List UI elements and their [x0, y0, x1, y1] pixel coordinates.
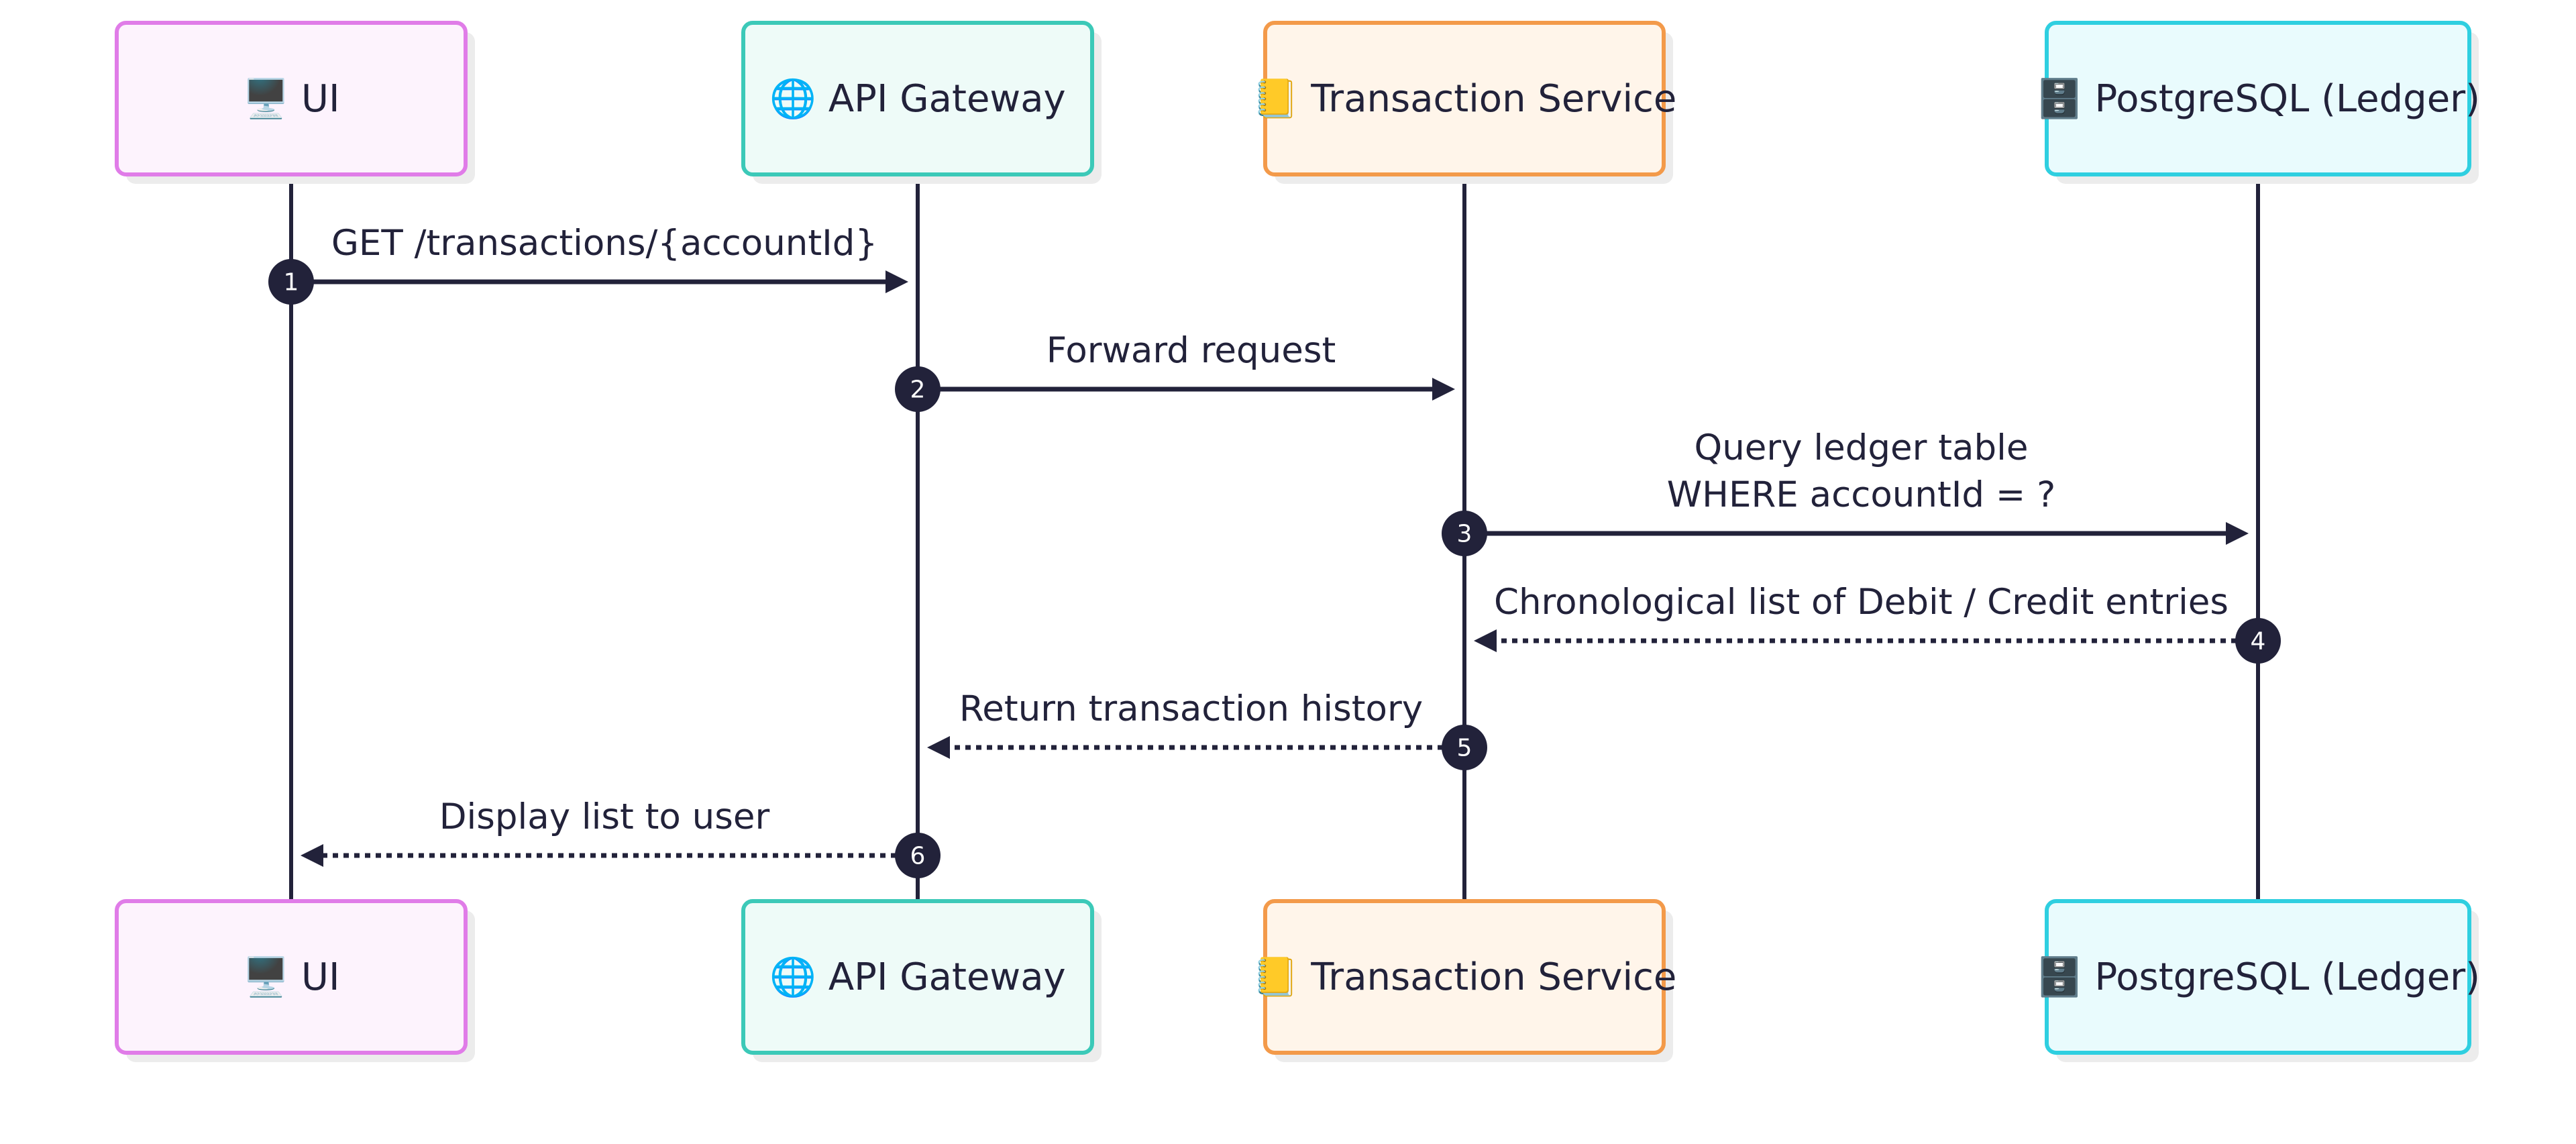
- participant-service-icon: 📒: [1252, 77, 1311, 121]
- participant-gateway-top: 🌐 API Gateway: [741, 21, 1102, 184]
- message-label: Query ledger table: [1694, 427, 2028, 468]
- participant-service-icon: 📒: [1252, 955, 1311, 999]
- sequence-badge: [895, 833, 941, 878]
- participant-db-top: 🗄️ PostgreSQL (Ledger): [2036, 21, 2480, 184]
- participant-box: [115, 21, 468, 176]
- participant-ui-bottom: 🖥️ UI: [115, 899, 475, 1062]
- participant-gateway-icon: 🌐: [769, 955, 828, 999]
- participant-box: [115, 899, 468, 1055]
- participant-label: 🖥️ UI: [242, 77, 339, 121]
- sequence-number: 5: [1457, 735, 1472, 762]
- arrowhead: [2226, 522, 2249, 545]
- participant-box: [1263, 21, 1666, 176]
- arrowhead: [885, 270, 908, 293]
- participant-ui-icon: 🖥️: [242, 77, 301, 121]
- participant-service-top: 📒 Transaction Service: [1252, 21, 1677, 184]
- sequence-number: 4: [2251, 628, 2266, 656]
- participant-label: 🗄️ PostgreSQL (Ledger): [2036, 77, 2480, 121]
- message-label: Chronological list of Debit / Credit ent…: [1494, 582, 2229, 623]
- message-label: GET /transactions/{accountId}: [331, 223, 877, 264]
- participant-label: 📒 Transaction Service: [1252, 955, 1677, 999]
- participant-label: 🌐 API Gateway: [769, 77, 1065, 121]
- sequence-badge: [268, 259, 314, 305]
- sequence-badge: [2235, 618, 2281, 664]
- sequence-number: 1: [284, 269, 299, 297]
- participant-ui-icon: 🖥️: [242, 955, 301, 999]
- arrowhead: [1474, 629, 1497, 652]
- participant-label: 📒 Transaction Service: [1252, 77, 1677, 121]
- participant-name: PostgreSQL (Ledger): [2095, 77, 2481, 121]
- sequence-number: 6: [910, 843, 926, 870]
- arrowhead: [1432, 378, 1455, 401]
- message-label: WHERE accountId = ?: [1667, 474, 2056, 515]
- participant-gateway-bottom: 🌐 API Gateway: [741, 899, 1102, 1062]
- arrowhead: [301, 844, 323, 867]
- sequence-badge: [1442, 725, 1487, 770]
- message-6: Display list to user 6: [301, 796, 941, 878]
- participant-box: [2045, 21, 2471, 176]
- participant-name: API Gateway: [828, 77, 1066, 121]
- sequence-number: 3: [1457, 521, 1472, 548]
- message-label: Display list to user: [439, 796, 770, 837]
- participant-db-bottom: 🗄️ PostgreSQL (Ledger): [2036, 899, 2480, 1062]
- participant-box: [2045, 899, 2471, 1055]
- sequence-badge: [895, 366, 941, 412]
- message-5: Return transaction history 5: [927, 688, 1487, 770]
- participant-ui-top: 🖥️ UI: [115, 21, 475, 184]
- participant-name: PostgreSQL (Ledger): [2095, 955, 2481, 999]
- participant-name: UI: [301, 955, 340, 999]
- message-label: Return transaction history: [959, 688, 1423, 729]
- participant-name: UI: [301, 77, 340, 121]
- participant-box: [1263, 899, 1666, 1055]
- participant-box: [741, 899, 1094, 1055]
- sequence-badge: [1442, 511, 1487, 556]
- message-1: GET /transactions/{accountId} 1: [268, 223, 908, 305]
- participant-name: Transaction Service: [1310, 955, 1676, 999]
- participant-boxes: 🖥️ UI🖥️ UI🌐 API Gateway🌐 API Gateway📒 Tr…: [115, 21, 2480, 1062]
- participant-gateway-icon: 🌐: [769, 77, 828, 121]
- participant-name: Transaction Service: [1310, 77, 1676, 121]
- participant-label: 🌐 API Gateway: [769, 955, 1065, 999]
- participant-db-icon: 🗄️: [2036, 77, 2095, 121]
- participant-service-bottom: 📒 Transaction Service: [1252, 899, 1677, 1062]
- sequence-number: 2: [910, 376, 926, 404]
- arrowhead: [927, 736, 950, 759]
- participant-box: [741, 21, 1094, 176]
- participant-label: 🖥️ UI: [242, 955, 339, 999]
- participant-db-icon: 🗄️: [2036, 955, 2095, 999]
- participant-label: 🗄️ PostgreSQL (Ledger): [2036, 955, 2480, 999]
- message-2: Forward request 2: [895, 330, 1455, 412]
- participant-name: API Gateway: [828, 955, 1066, 999]
- message-label: Forward request: [1046, 330, 1336, 371]
- message-4: Chronological list of Debit / Credit ent…: [1474, 582, 2281, 664]
